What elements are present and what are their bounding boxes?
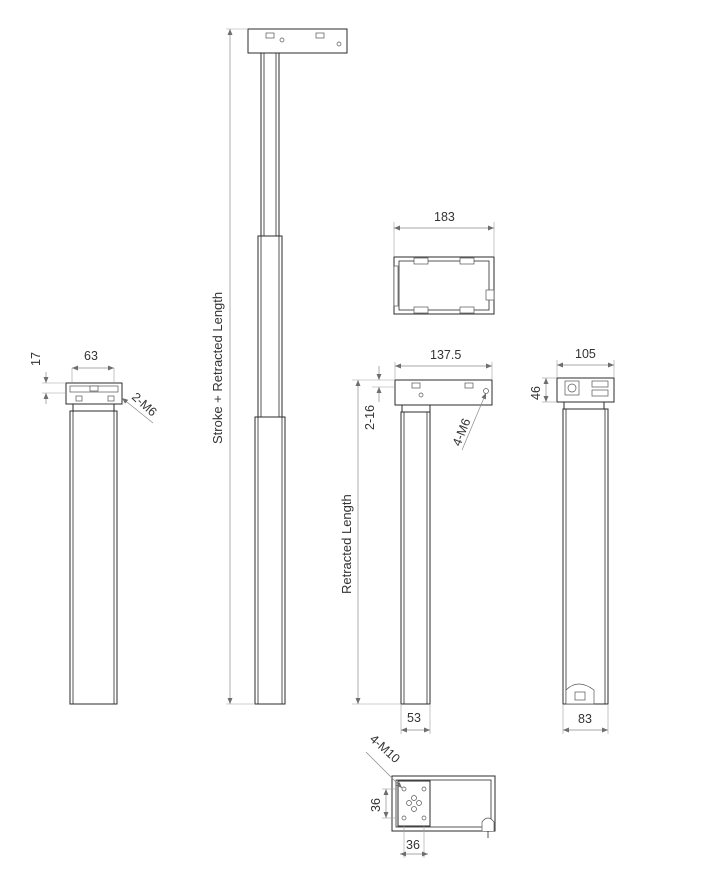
dim-2-16-label: 2-16 <box>363 405 377 430</box>
dim-53-label: 53 <box>407 711 421 725</box>
top-view-connector <box>485 289 495 301</box>
dim-retracted-label: Retracted Length <box>339 494 354 594</box>
dim-4m6-label: 4-M6 <box>450 416 474 448</box>
front-mount-notch-2 <box>464 382 474 389</box>
bolt-hole-2 <box>421 786 427 792</box>
right-mount-knob <box>567 383 577 393</box>
leader-4m6 <box>461 392 487 451</box>
front-mount-block <box>394 379 493 406</box>
front-view: 137.5 2-16 4-M6 Retracted Length 53 <box>339 348 493 734</box>
center-hole-4 <box>416 800 422 806</box>
top-view-slot-2 <box>459 257 475 265</box>
right-mount-slot-2 <box>591 389 609 397</box>
front-tube <box>400 411 431 705</box>
leader-4m10 <box>365 751 403 789</box>
front-adapter <box>401 404 431 413</box>
dim-83-label: 83 <box>578 712 592 726</box>
dim-183-label: 183 <box>434 210 455 224</box>
left-tube-body <box>69 410 118 705</box>
dim-36v-label: 36 <box>369 798 383 812</box>
right-side-view: 105 46 83 <box>529 347 615 734</box>
right-mount-slot <box>591 380 609 388</box>
top-mount-notch-2 <box>315 32 325 39</box>
dim-4m10-label: 4-M10 <box>367 732 403 766</box>
left-mount-notch <box>89 385 99 392</box>
bolt-hole <box>401 786 407 792</box>
bolt-hole-4 <box>421 815 427 821</box>
left-side-view: 63 17 2-M6 <box>29 349 160 705</box>
dim-2m6-label: 2-M6 <box>129 390 160 419</box>
top-mount-hole-2 <box>336 41 342 47</box>
left-adapter-ring <box>72 403 115 412</box>
bottom-view: 4-M10 36 36 <box>365 732 496 858</box>
right-tube <box>562 408 609 705</box>
bottom-view-inner <box>395 779 492 828</box>
dim-137-label: 137.5 <box>430 348 461 362</box>
middle-tube <box>257 235 283 418</box>
front-mount-notch <box>411 382 421 389</box>
top-mount-notch <box>265 32 275 39</box>
center-hole-3 <box>406 800 412 806</box>
top-mount-hole <box>279 37 285 43</box>
bolt-hole-3 <box>401 815 407 821</box>
top-mount-block <box>247 28 348 54</box>
extended-view: Stroke + Retracted Length <box>210 28 348 705</box>
outer-tube <box>254 416 286 705</box>
dim-46-label: 46 <box>529 386 543 400</box>
center-hole <box>411 795 417 801</box>
top-view-slot-3 <box>413 306 429 314</box>
top-view-end <box>393 265 399 307</box>
top-view-slot <box>413 257 429 265</box>
right-adapter <box>563 401 605 410</box>
dim-36h-label: 36 <box>406 838 420 852</box>
top-view-slot-4 <box>459 306 475 314</box>
dim-17-label: 17 <box>29 352 43 366</box>
right-end-clip <box>574 691 586 701</box>
bottom-end-clip <box>481 817 495 831</box>
front-mount-hole <box>418 392 424 398</box>
center-hole-2 <box>411 806 417 812</box>
dim-stroke-label: Stroke + Retracted Length <box>210 292 225 444</box>
top-view: 183 <box>393 210 495 315</box>
leader-2m6 <box>121 397 154 424</box>
front-mount-hole-2 <box>483 388 489 394</box>
dim-105-label: 105 <box>575 347 596 361</box>
top-view-inner <box>398 260 490 311</box>
left-mount-hole-2 <box>107 395 115 402</box>
top-view-body <box>393 256 495 315</box>
dim-63-label: 63 <box>84 349 98 363</box>
left-mount-hole <box>75 395 83 402</box>
